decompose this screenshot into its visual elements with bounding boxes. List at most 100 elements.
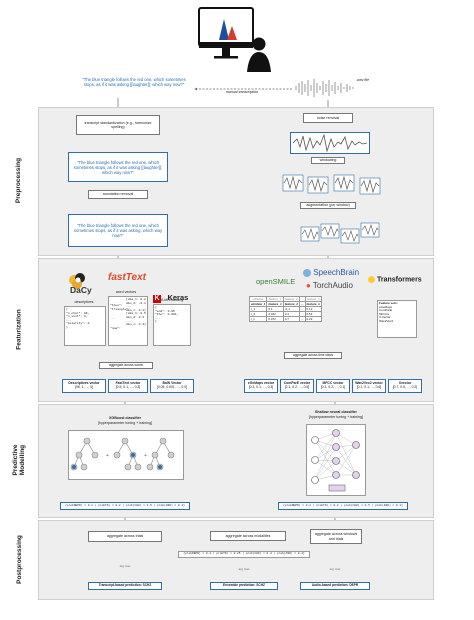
- output-name: FastText vector: [115, 381, 141, 385]
- word-vectors-title: word vectors: [115, 290, 137, 294]
- aggregate-words-box: aggregate across words: [99, 362, 153, 369]
- column-header: feature_1: [266, 296, 284, 302]
- table-cell: feature_1: [266, 301, 284, 307]
- fasttext-logo: fastText: [108, 272, 146, 283]
- torchaudio-label: TorchAudio: [312, 281, 353, 290]
- bow-vector-output: BoW Vector[0.05, 0.001, ..., 0.0]: [150, 379, 194, 393]
- transformers-label: Transformers: [376, 276, 422, 284]
- torch-flame-icon: ●: [306, 281, 311, 290]
- output-name: Descriptives vector: [68, 381, 100, 385]
- output-name: eGeMaps vector: [247, 381, 275, 385]
- xgboost-subtitle: [hyperparameter tuning + training]: [97, 421, 153, 425]
- annotation-removal-box: annotation removal: [88, 190, 148, 199]
- nn-subtitle: [hyperparameter tuning + training]: [308, 415, 364, 419]
- descriptives-line: {: [66, 308, 68, 311]
- argmax-label-audio: arg max: [329, 567, 341, 571]
- feature-set-item: ComParE: [379, 308, 393, 313]
- xgboost-title: XGBoost classifier: [109, 416, 141, 420]
- output-value: [0.05, 0.001, ..., 0.0]: [156, 385, 188, 389]
- output-value: [0.1, 0.1, ..., 0.3]: [248, 385, 274, 389]
- audio-prediction: Audio-based prediction: DEPR: [300, 582, 370, 590]
- dacy-logo: DaCy: [64, 270, 98, 298]
- vector-value: [dim_1: 0.2: [126, 298, 146, 301]
- transformers-logo: Transformers: [368, 276, 422, 283]
- column-header: feature_n: [304, 296, 323, 302]
- speechbrain-icon: [303, 268, 311, 277]
- torchaudio-logo: ● TorchAudio: [306, 281, 353, 290]
- descriptives-title: descriptives: [74, 300, 94, 304]
- computer-monitor-illustration: [197, 6, 277, 72]
- original-transcript-quote: "The blue triangle follows the red one, …: [82, 77, 186, 87]
- windowing-box: windowing: [311, 157, 345, 164]
- table-row: t_n 0.072 0.7 ... 0.22: [248, 316, 323, 322]
- noise-removal-box: noise removal: [303, 113, 353, 123]
- aggregate-time-box: aggregate across time steps: [284, 352, 342, 359]
- output-value: [0.7, 0.6, ..., 0.2]: [392, 385, 418, 389]
- clean-quote-box: "The blue triangle follows the red one, …: [68, 214, 168, 247]
- word-token: "now":: [110, 326, 121, 330]
- preprocessing-label: Preprocessing: [15, 157, 23, 204]
- descriptives-line: }: [66, 325, 68, 329]
- table-cell: 0.22: [304, 316, 323, 322]
- table-cell: feature_n: [304, 301, 323, 307]
- combined-probabilities: {probDEPR) = 0.4 | probTD) = 0.25 | prob…: [178, 551, 310, 558]
- feature-sets-title: Feature sets:: [379, 301, 398, 305]
- hugging-face-icon: [368, 276, 375, 283]
- table-row: window_1 feature_1 feature_2 ... feature…: [248, 301, 323, 307]
- speechbrain-label: SpeechBrain: [313, 268, 360, 277]
- feature-set-item: X-Vector: [379, 315, 391, 320]
- augmented-waveforms: [300, 221, 380, 249]
- mfcc-vector-output: MFCC vector[0.1, 0.2, ..., 0.1]: [316, 379, 350, 393]
- svg-text:+: +: [106, 453, 109, 459]
- output-value: [0.1, 0.2, ..., 0.1]: [320, 385, 346, 389]
- table-cell: window_1: [248, 301, 268, 307]
- output-name: MFCC vector: [322, 381, 344, 385]
- word-vectors-values: [dim_1: 0.2 dim_2: -0.1 ... dim_n: 0.1] …: [126, 298, 146, 344]
- xgboost-trees-illustration: ++: [68, 430, 184, 480]
- feature-table: window feature_1 feature_2 ... feature_n…: [248, 296, 323, 322]
- column-header: feature_2: [282, 296, 301, 302]
- vector-value: dim_2: -0.1: [126, 301, 146, 305]
- feature-set-item: MFCCs: [379, 311, 390, 316]
- argmax-label-ensemble: arg max: [238, 567, 250, 571]
- descriptives-box: { "n_char": 96, "n_sent": 1, ... "polari…: [64, 306, 106, 346]
- aggregate-windows-box: aggregate across windows and trials: [310, 529, 362, 544]
- manual-transcription-label: manual transcription: [225, 90, 259, 94]
- table-cell: 0.7: [282, 316, 301, 322]
- descriptives-line: "n_sent": 1,: [66, 315, 88, 319]
- featurization-label: Featurization: [15, 308, 23, 350]
- vector-value: ...: [126, 319, 132, 323]
- descriptives-line: "polarity": 0: [66, 322, 90, 326]
- descriptives-line: "n_char": 96,: [66, 311, 90, 315]
- output-value: [96, 1, ..., 0]: [75, 385, 93, 389]
- word-token: ...: [110, 317, 116, 321]
- neural-network-illustration: [306, 424, 366, 496]
- egemaps-vector-output: eGeMaps vector[0.1, 0.1, ..., 0.3]: [244, 379, 278, 393]
- tfidf-line: {: [155, 306, 157, 309]
- speechbrain-logo: SpeechBrain: [303, 268, 359, 277]
- feature-set-item: Wav2Vec2: [379, 318, 394, 323]
- table-cell: t_n: [248, 316, 268, 322]
- vector-value: dim_n: 0.1]: [126, 308, 146, 312]
- tfidf-line: ...: [155, 316, 161, 320]
- postprocessing-label: Postprocessing: [15, 534, 23, 584]
- aggregate-modalities-box: aggregate across modalities: [210, 531, 286, 541]
- compare-vector-output: ComParE vector[2.1, 0.2, ..., 0.5]: [280, 379, 314, 393]
- descriptives-vector-output: Descriptives vector[96, 1, ..., 0]: [62, 379, 106, 393]
- vector-value: dim_n: 0.3]: [126, 323, 146, 327]
- word-vectors-box: "blue": "triangle": ... "now": [dim_1: 0…: [108, 296, 148, 346]
- feature-sets-box: Feature sets: eGeMaps ComParE MFCCs X-Ve…: [377, 300, 417, 338]
- word-token: "triangle":: [110, 307, 130, 311]
- ensemble-prediction: Ensemble prediction: SCHZ: [210, 582, 278, 590]
- tfidf-line: "and": 0.05: [155, 309, 175, 313]
- modelling-label: Predictive Modelling: [12, 444, 26, 476]
- tfidf-title: tf-idf encoding: [160, 298, 184, 302]
- table-cell: 0.072: [266, 316, 284, 322]
- xvector-output: Xvector[0.7, 0.6, ..., 0.2]: [388, 379, 422, 393]
- dacy-label: DaCy: [70, 285, 92, 295]
- wav2vec2-vector-output: Wav2Vec2 vector[0.1, 0.1, ..., 0.6]: [352, 379, 386, 393]
- argmax-label-transcript: arg max: [119, 564, 131, 568]
- waveform-icon: [294, 78, 358, 98]
- output-name: BoW Vector: [162, 381, 182, 385]
- svg-text:+: +: [144, 453, 147, 459]
